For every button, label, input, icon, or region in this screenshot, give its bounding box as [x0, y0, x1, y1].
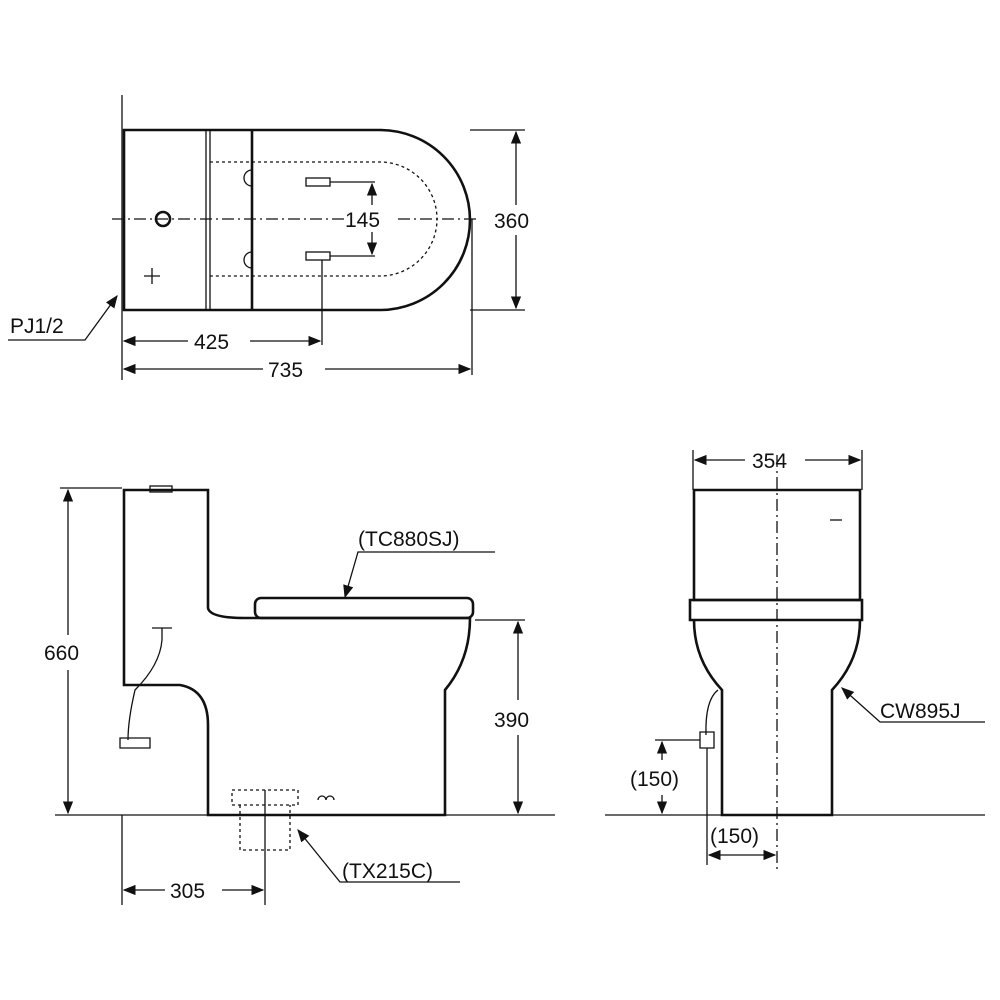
supply-hose [119, 627, 172, 749]
bolt-spacing-dim: 145 [345, 209, 380, 232]
top-view: 145 360 425 735 PJ1/2 [8, 95, 529, 382]
supply-offset-dim: (150) [710, 825, 759, 848]
width-dim: 360 [494, 210, 529, 233]
seat-label: (TC880SJ) [358, 528, 460, 551]
seat-height-dim: 390 [494, 709, 529, 732]
model-label: CW895J [880, 700, 961, 723]
seat-lid [253, 596, 475, 620]
flush-button-icon [154, 210, 172, 228]
rough-in-dim: 305 [170, 880, 205, 903]
length-dim: 735 [268, 359, 303, 382]
front-view: 354 CW895J (150) (150) [605, 450, 985, 870]
flush-button [149, 485, 173, 493]
outlet-dim: 425 [194, 331, 229, 354]
side-view: 660 390 305 (TC880SJ) (TX215C) [44, 485, 555, 905]
supply-cross-icon [144, 268, 160, 284]
height-dim: 660 [44, 642, 79, 665]
seat-bolt-bottom [305, 251, 331, 261]
supply-height-dim: (150) [630, 768, 679, 791]
flange-label: (TX215C) [342, 860, 433, 883]
supply-label: PJ1/2 [10, 315, 64, 338]
supply-valve [699, 689, 719, 749]
seat-bolt-top [305, 177, 331, 187]
front-width-dim: 354 [752, 450, 787, 473]
